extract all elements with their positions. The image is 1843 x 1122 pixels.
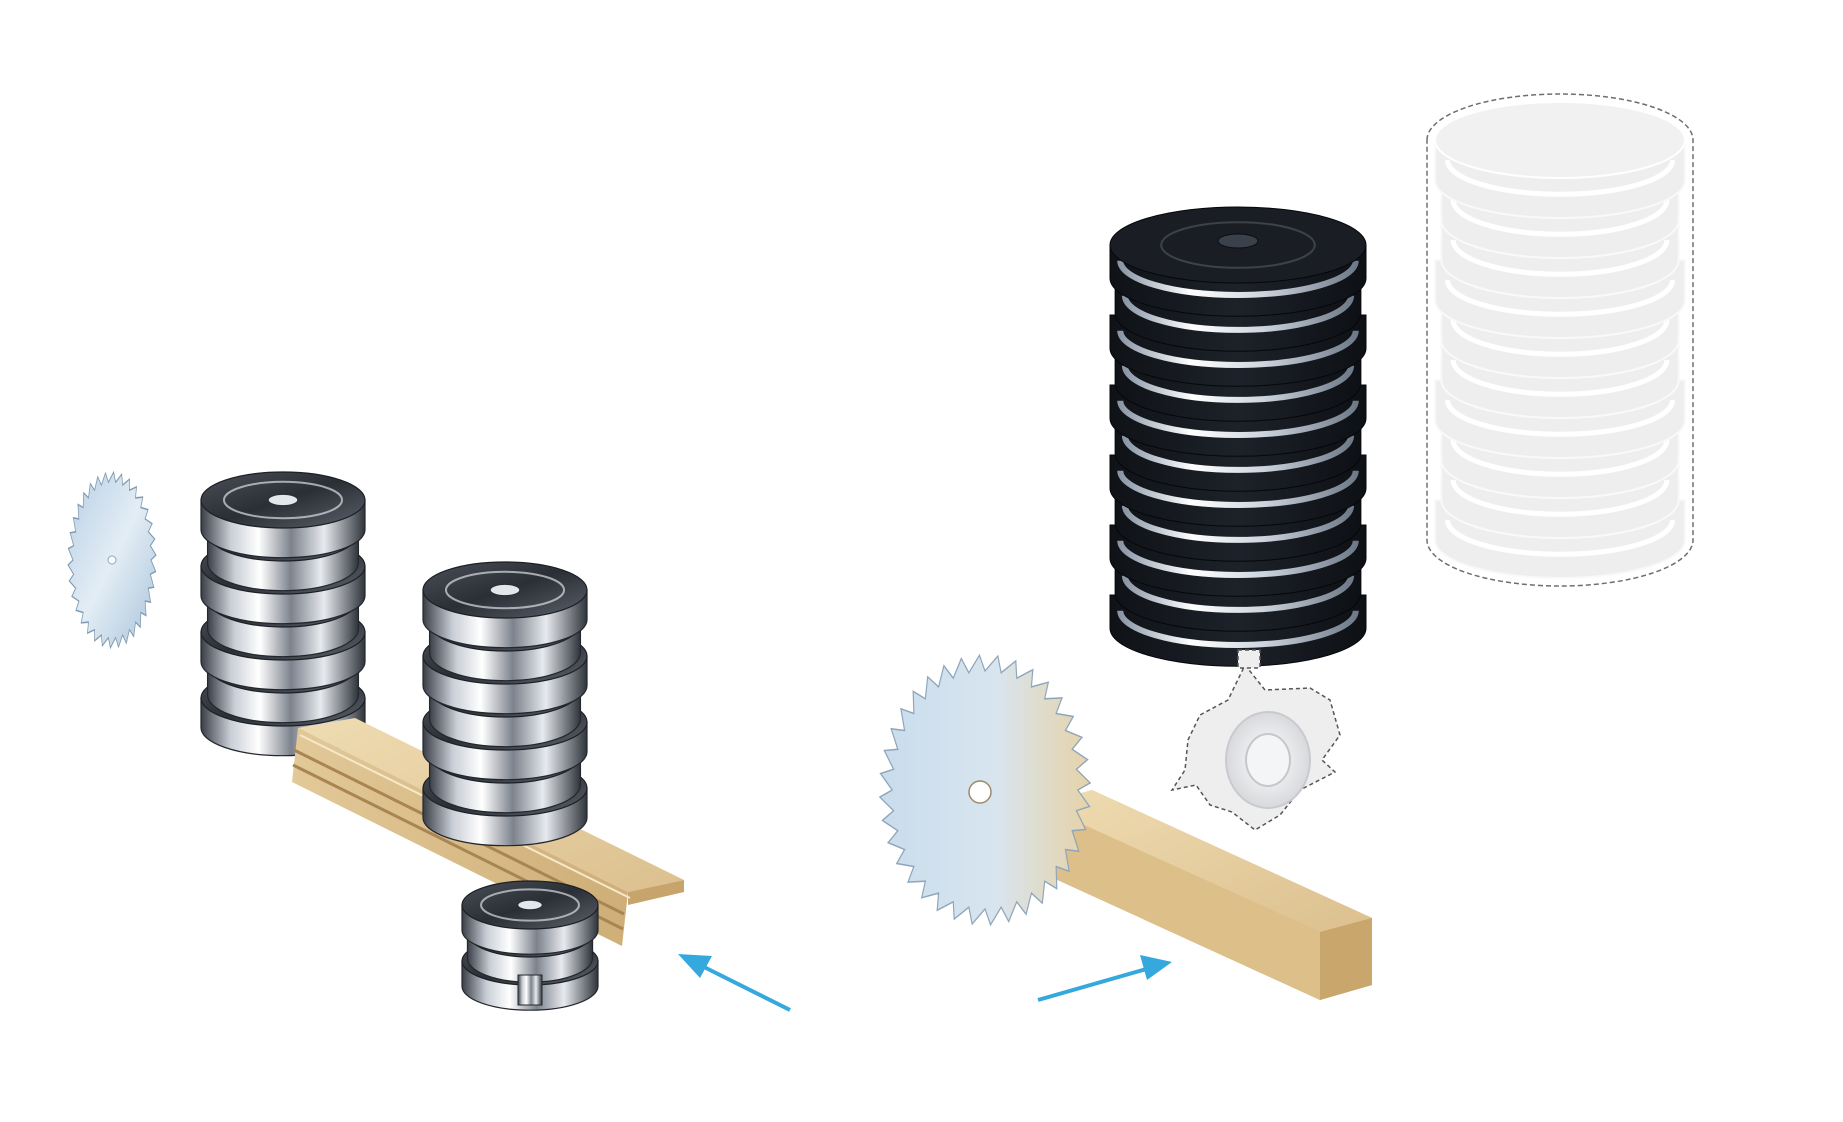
silver-stripe — [1117, 400, 1359, 438]
ghost-outline — [1426, 93, 1694, 587]
silver-stripe — [1121, 435, 1355, 473]
feed-arrow-left — [678, 954, 791, 1012]
cutter-stack-back — [200, 471, 366, 757]
silver-stripe — [1117, 330, 1359, 368]
silver-stripe — [1117, 260, 1359, 298]
small-saw-blade — [67, 470, 157, 650]
cutter-head-bottom — [461, 880, 599, 1011]
square-board — [1040, 790, 1372, 1000]
silver-stripe — [1121, 295, 1355, 333]
silver-stripe — [1121, 575, 1355, 613]
ghost-cutter-stack — [1426, 93, 1694, 587]
feed-arrow-right — [1037, 955, 1172, 1002]
cutter-stack-middle — [422, 561, 588, 847]
dark-cutter-stack — [1109, 206, 1367, 667]
silver-stripe — [1121, 365, 1355, 403]
ghost-cutter-hub — [1170, 649, 1341, 831]
silver-stripe — [1117, 610, 1359, 648]
silver-stripe — [1121, 505, 1355, 543]
large-saw-blade — [878, 653, 1092, 927]
silver-stripe — [1117, 540, 1359, 578]
silver-stripe — [1117, 470, 1359, 508]
